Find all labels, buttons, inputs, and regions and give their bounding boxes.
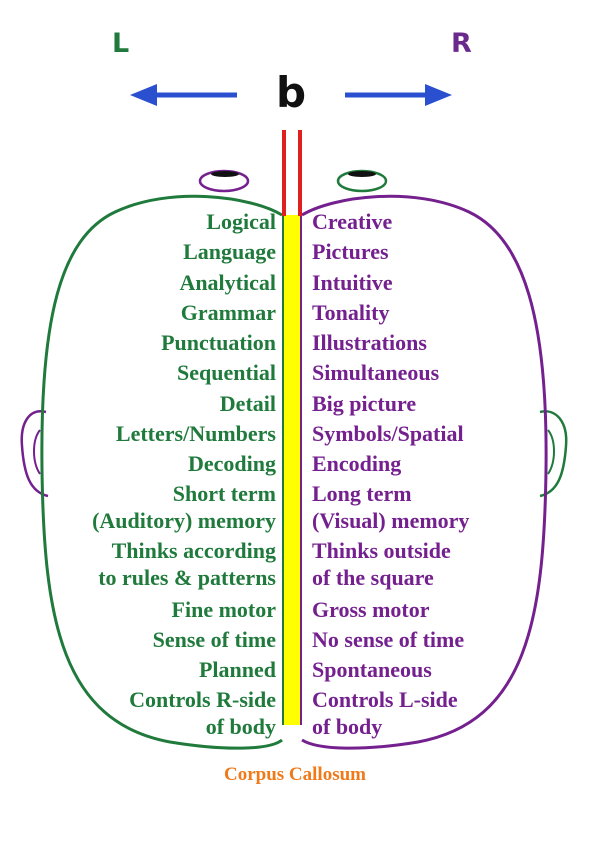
right-trait: Gross motor	[312, 596, 430, 622]
left-trait: Planned	[198, 657, 276, 683]
right-ear-inner	[547, 429, 555, 475]
left-arrow-icon	[130, 84, 157, 106]
left-trait: Logical	[206, 209, 276, 234]
center-label: b	[276, 68, 307, 117]
right-trait: Pictures	[312, 239, 389, 265]
right-trait: Spontaneous	[312, 657, 432, 683]
left-trait: Grammar	[180, 299, 276, 325]
left-trait: Short term (Auditory) memory	[92, 480, 276, 533]
left-trait: Sequential	[176, 360, 276, 386]
right-ear	[539, 410, 568, 498]
right-trait: Creative	[312, 209, 393, 234]
left-eye	[198, 169, 250, 193]
left-trait: Decoding	[188, 451, 276, 477]
left-hemisphere-outline	[40, 194, 283, 750]
left-trait: Sense of time	[152, 627, 276, 653]
left-trait: Controls R-side of body	[129, 686, 276, 739]
left-trait: Fine motor	[171, 596, 276, 622]
right-hemisphere-outline	[301, 194, 548, 750]
left-side-label: L	[112, 28, 130, 59]
corpus-callosum-caption: Corpus Callosum	[224, 764, 366, 785]
right-trait: Controls L-side of body	[312, 686, 458, 739]
right-trait: Thinks outside of the square	[312, 538, 451, 591]
right-trait: Symbols/Spatial	[312, 421, 464, 447]
left-trait: Thinks according to rules & patterns	[98, 538, 276, 591]
left-trait: Analytical	[179, 269, 276, 295]
left-hemisphere-traits: Logical Language Analytical Grammar Punc…	[92, 207, 276, 743]
right-pupil	[348, 171, 376, 177]
right-trait: Long term (Visual) memory	[312, 480, 470, 533]
right-trait: No sense of time	[312, 627, 465, 653]
left-pupil	[211, 171, 239, 177]
right-trait: Intuitive	[312, 269, 393, 295]
right-trait: Simultaneous	[312, 360, 440, 386]
right-trait: Encoding	[312, 451, 402, 477]
right-trait: Big picture	[312, 390, 417, 416]
left-trait: Letters/Numbers	[115, 421, 276, 447]
left-trait: Punctuation	[161, 330, 276, 356]
right-side-label: R	[451, 28, 472, 59]
right-arrow-icon	[425, 84, 452, 106]
right-trait: Tonality	[312, 299, 390, 325]
left-ear	[20, 410, 49, 498]
right-trait: Illustrations	[312, 330, 427, 356]
right-hemisphere-traits: Creative Pictures Intuitive Tonality Ill…	[312, 207, 469, 743]
left-trait: Language	[183, 239, 276, 265]
corpus-callosum-bar	[283, 215, 301, 725]
left-trait: Detail	[219, 390, 276, 416]
left-ear-inner	[33, 429, 41, 475]
